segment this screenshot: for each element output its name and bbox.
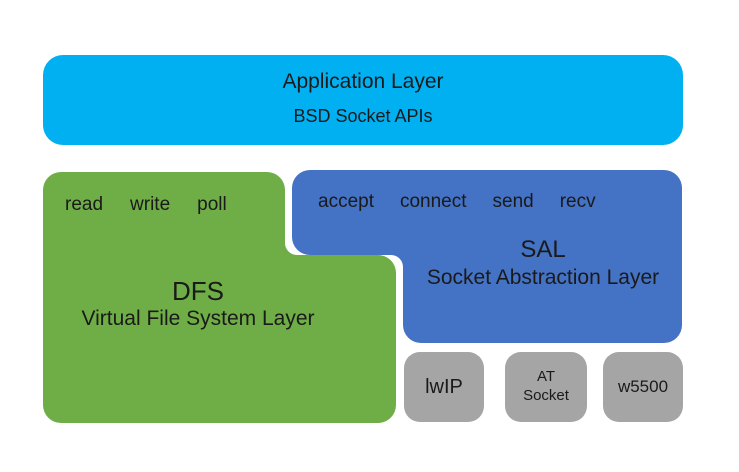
backend-block-w5500: w5500 xyxy=(603,352,683,422)
backend-label: AT Socket xyxy=(523,368,569,404)
sal-function-list: accept connect send recv xyxy=(318,191,596,213)
application-layer-shape xyxy=(43,55,683,145)
application-layer-subtitle: BSD Socket APIs xyxy=(293,106,433,126)
sal-function-connect: connect xyxy=(399,191,467,212)
dfs-function-list: read write poll xyxy=(65,194,227,216)
sal-layer-shape xyxy=(292,170,682,343)
backend-block-lwip: lwIP xyxy=(404,352,484,422)
backend-label: w5500 xyxy=(617,377,669,396)
sal-acronym: SAL xyxy=(520,236,566,263)
dfs-function-write: write xyxy=(130,194,171,215)
sal-function-recv: recv xyxy=(559,191,596,212)
backend-block-at-socket: AT Socket xyxy=(505,352,587,422)
backend-label: lwIP xyxy=(425,375,463,398)
dfs-function-poll: poll xyxy=(197,194,227,215)
application-layer-title: Application Layer xyxy=(282,70,444,93)
dfs-layer-shape xyxy=(43,172,396,423)
sal-function-accept: accept xyxy=(318,191,374,212)
dfs-function-read: read xyxy=(65,194,104,215)
sal-layer-name: Socket Abstraction Layer xyxy=(426,266,660,289)
dfs-layer-name: Virtual File System Layer xyxy=(81,307,315,330)
sal-function-send: send xyxy=(492,191,534,212)
dfs-acronym: DFS xyxy=(172,276,224,306)
